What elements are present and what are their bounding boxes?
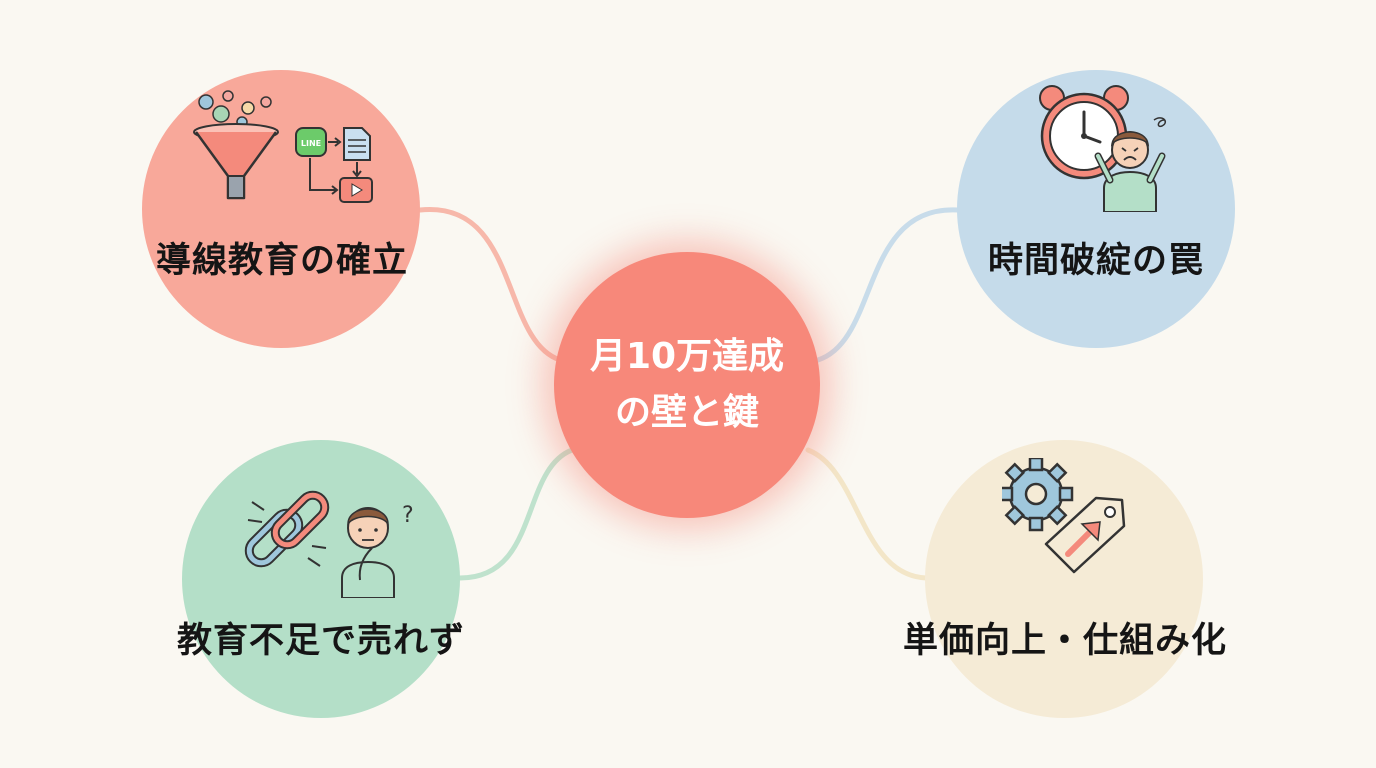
center-title: 月10万達成 の壁と鍵 <box>567 329 807 441</box>
line-badge-text: LINE <box>301 139 321 148</box>
svg-text:?: ? <box>402 503 414 528</box>
node-bottom-right <box>925 440 1203 718</box>
label-bottom-left: 教育不足で売れず <box>176 621 465 661</box>
center-node: 月10万達成 の壁と鍵 <box>554 252 820 518</box>
connector-top-right <box>815 207 961 363</box>
connector-bottom-left <box>457 447 575 581</box>
center-title-line1: 月10万達成 <box>589 336 785 377</box>
broken-chain-confused-person-icon: ? <box>244 490 414 598</box>
funnel-flow-icon: LINE <box>193 90 373 203</box>
connector-top-left <box>417 207 563 363</box>
label-bottom-right: 単価向上・仕組み化 <box>902 621 1227 661</box>
alarm-clock-stressed-person-icon <box>1039 85 1166 212</box>
node-bottom-left <box>182 440 460 718</box>
connector-bottom-right <box>805 447 929 581</box>
label-top-right: 時間破綻の罠 <box>987 241 1204 281</box>
node-top-left <box>142 70 420 348</box>
gear-price-tag-icon <box>1002 458 1126 574</box>
center-title-line2: の壁と鍵 <box>614 392 759 433</box>
label-top-left: 導線教育の確立 <box>155 241 408 281</box>
